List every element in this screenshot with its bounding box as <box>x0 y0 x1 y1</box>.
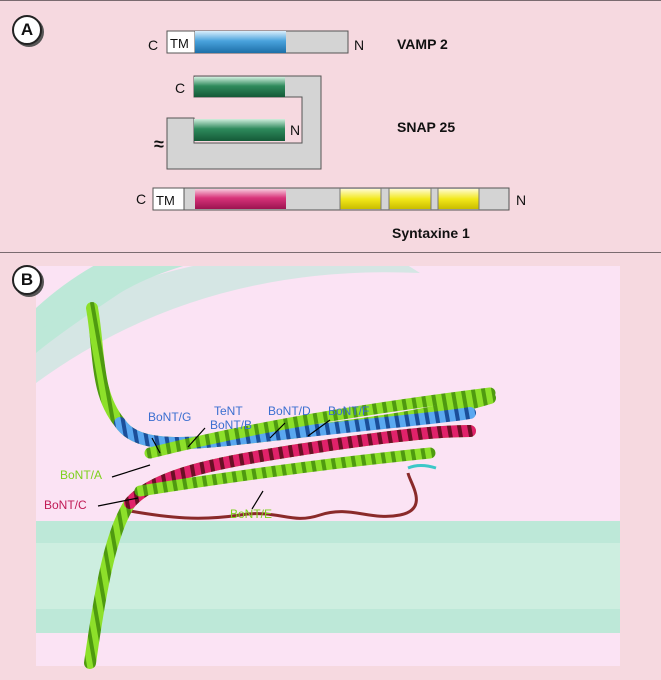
vamp2-title: VAMP 2 <box>397 36 448 52</box>
label-tent: TeNT <box>214 404 243 418</box>
vamp2-tm-label: TM <box>170 36 189 51</box>
label-bont-e: BoNT/E <box>230 507 272 521</box>
snap25-n-label: N <box>290 122 300 138</box>
panel-a-diagram: C TM N VAMP 2 C N ≈ SNAP 25 C TM <box>136 30 526 241</box>
snap25-palmitoyl-link: ≈ <box>154 134 164 154</box>
syntaxin-habc-2 <box>389 189 431 209</box>
plasma-membrane-bottom <box>36 609 620 633</box>
snap25-c-motif <box>194 77 285 97</box>
syntaxin-bar: C TM N Syntaxine 1 <box>136 187 526 241</box>
syntaxin-habc-3 <box>438 189 479 209</box>
label-bont-c: BoNT/C <box>44 498 87 512</box>
label-bont-a: BoNT/A <box>60 468 102 482</box>
snap25-linker-loop <box>129 472 418 520</box>
panel-b-badge: B <box>12 265 42 295</box>
snap25-title: SNAP 25 <box>397 119 455 135</box>
vamp2-c-label: C <box>148 37 158 53</box>
vamp2-bar: C TM N VAMP 2 <box>148 30 448 54</box>
vesicle-membrane-inner <box>36 266 420 383</box>
label-bont-f: BoNT/F <box>328 404 369 418</box>
panel-a: A C TM N VAMP 2 <box>0 0 661 253</box>
plasma-membrane-middle <box>36 543 620 609</box>
syntaxin-snare-helix <box>124 425 476 509</box>
label-bont-b: BoNT/B <box>210 418 252 432</box>
syntaxin-tm-label: TM <box>156 193 175 208</box>
snap25-bar: C N ≈ SNAP 25 <box>154 75 455 170</box>
syntaxin-n-label: N <box>516 192 526 208</box>
vamp2-n-label: N <box>354 37 364 53</box>
vamp2-snare-motif <box>195 31 286 53</box>
plasma-membrane-top <box>36 521 620 543</box>
cleavage-arrows <box>97 419 331 510</box>
label-bont-g: BoNT/G <box>148 410 191 424</box>
syntaxin-snare-motif <box>195 189 286 209</box>
c-terminal-tail <box>407 464 437 470</box>
panel-a-badge: A <box>12 15 42 45</box>
vesicle-membrane-outer <box>36 266 184 353</box>
panel-b-structure: BoNT/G TeNT BoNT/B BoNT/D BoNT/F BoNT/A … <box>36 266 620 669</box>
syntaxin-c-label: C <box>136 191 146 207</box>
label-bont-d: BoNT/D <box>268 404 311 418</box>
syntaxin-habc-1 <box>340 189 381 209</box>
syntaxin-tm-box <box>152 187 185 211</box>
snap25-n-motif <box>194 119 285 141</box>
panel-b: BoNT/G TeNT BoNT/B BoNT/D BoNT/F BoNT/A … <box>0 253 661 680</box>
syntaxin-title: Syntaxine 1 <box>392 225 470 241</box>
snap25-helix-2 <box>134 447 436 497</box>
snap25-helix-1 <box>144 387 496 459</box>
snap25-c-label: C <box>175 80 185 96</box>
vamp-snare-helix <box>114 407 476 449</box>
